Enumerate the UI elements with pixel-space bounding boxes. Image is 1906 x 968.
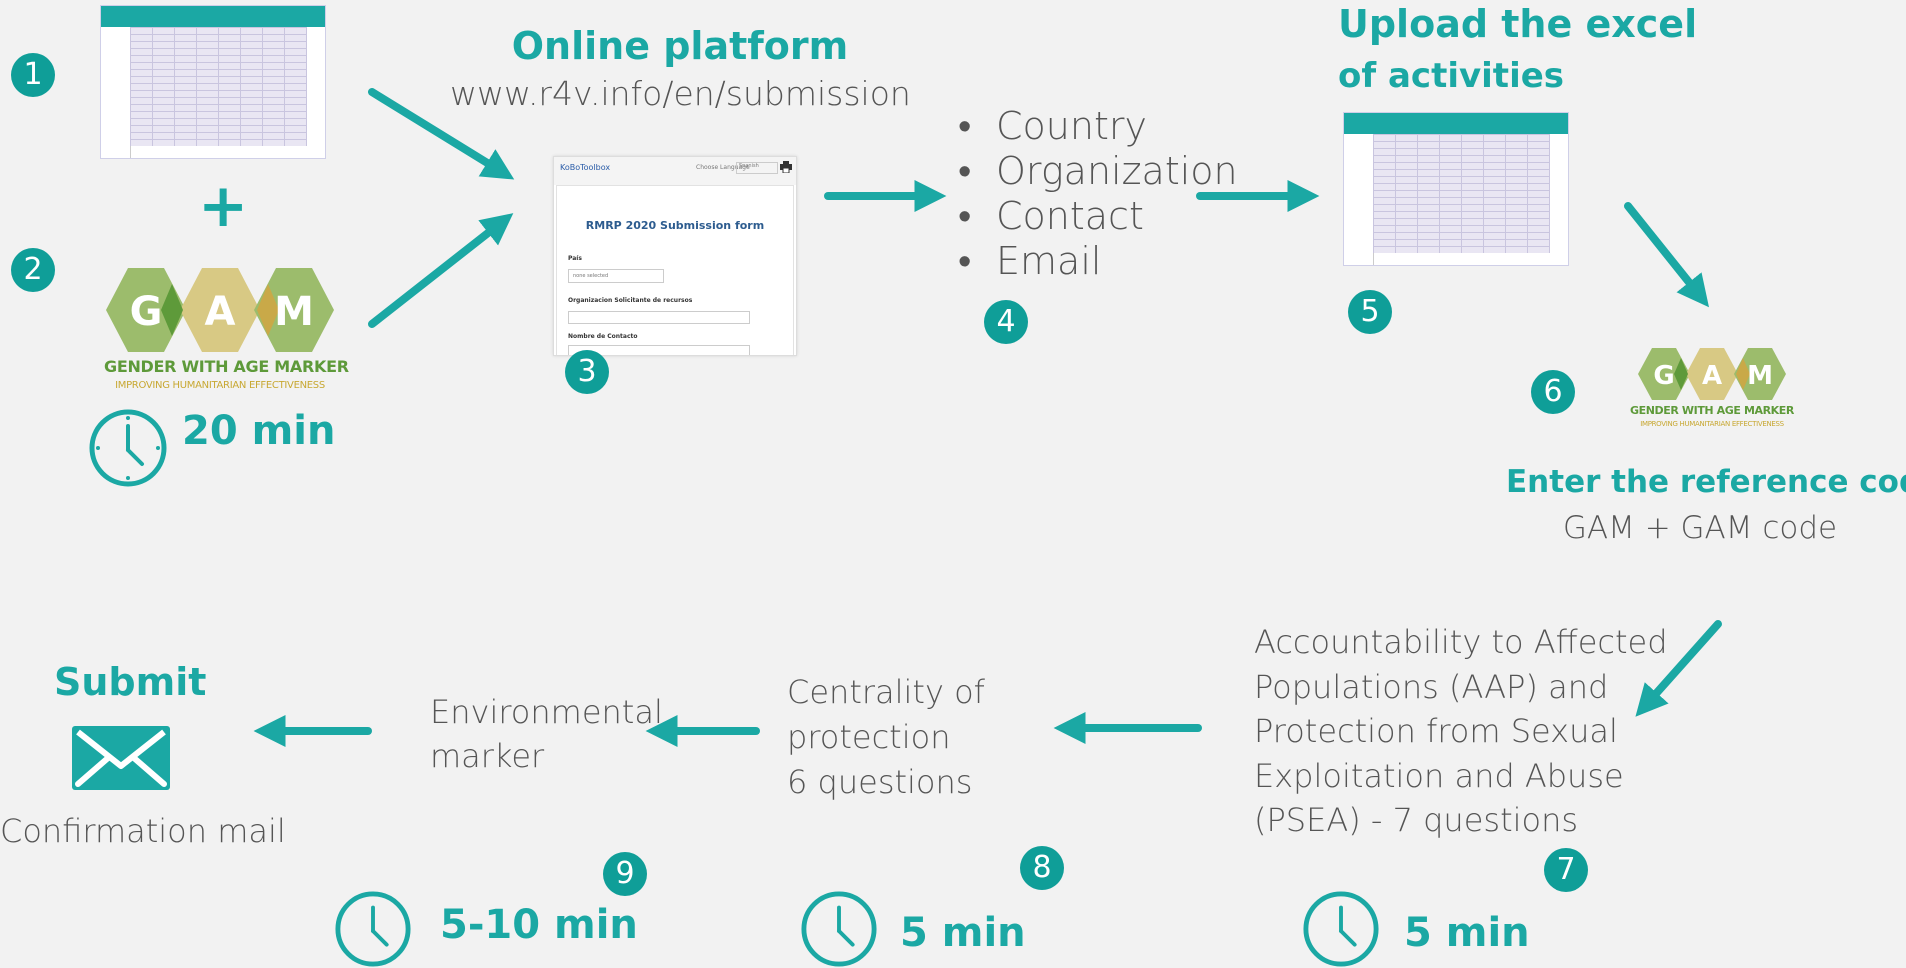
environmental-description: Environmental marker — [430, 690, 663, 778]
field-org-label: Organizacion Solicitante de recursos — [568, 297, 693, 304]
aap-line-1: Accountability to Affected — [1254, 623, 1668, 661]
online-platform-url[interactable]: www.r4v.info/en/submission — [450, 74, 911, 113]
gam-small-letter-g: G — [1653, 361, 1674, 391]
reference-code-subtitle: GAM + GAM code — [1562, 510, 1838, 546]
field-pais-select[interactable]: none selected — [568, 269, 664, 283]
gam-letter-m: M — [274, 289, 314, 335]
gam-small-name: GENDER WITH AGE MARKER — [1630, 404, 1794, 417]
reference-code-title: Enter the reference code — [1506, 464, 1906, 500]
centrality-line-3: 6 questions — [787, 763, 973, 801]
gam-logo-tagline: IMPROVING HUMANITARIAN EFFECTIVENESS — [115, 380, 325, 391]
environmental-line-1: Environmental — [430, 693, 663, 731]
field-contact-label: Nombre de Contacto — [568, 333, 638, 340]
form-title: RMRP 2020 Submission form — [585, 219, 765, 232]
step-badge-7: 7 — [1544, 848, 1588, 892]
aap-line-2: Populations (AAP) and — [1254, 667, 1609, 706]
gam-small-letter-a: A — [1702, 361, 1722, 391]
aap-line-4: Exploitation and Abuse — [1254, 756, 1624, 795]
step-badge-2: 2 — [11, 248, 55, 292]
aap-duration: 5 min — [1404, 910, 1530, 956]
clock-icon — [1303, 891, 1379, 967]
kobo-logo: KoBoToolbox — [560, 163, 611, 172]
gam-letter-g: G — [130, 289, 163, 335]
step-badge-4: 4 — [984, 300, 1028, 344]
excel-upload-thumbnail — [1343, 112, 1569, 266]
step-1-2-duration: 20 min — [182, 408, 336, 454]
plus-sign: + — [198, 171, 249, 241]
centrality-duration: 5 min — [900, 910, 1026, 956]
step-badge-1: 1 — [11, 53, 55, 97]
submit-title: Submit — [54, 660, 207, 704]
gam-small-letter-m: M — [1747, 361, 1773, 391]
excel-template-thumbnail — [100, 5, 326, 159]
required-fields-list: Country Organization Contact Email — [954, 104, 1238, 284]
printer-icon[interactable] — [780, 161, 792, 173]
gam-letter-a: A — [205, 289, 236, 335]
gam-logo-large: G A M — [106, 268, 334, 352]
step-badge-6: 6 — [1531, 370, 1575, 414]
upload-title-line2: of activities — [1338, 56, 1565, 96]
centrality-line-2: protection — [787, 718, 951, 756]
environmental-line-2: marker — [430, 737, 545, 775]
arrow-5-to-6 — [1624, 202, 1709, 308]
arrow-ref-to-7 — [1635, 620, 1722, 717]
gam-logo-small: G A M — [1638, 348, 1786, 400]
field-pais-label: País — [568, 255, 582, 262]
field-contact-input[interactable] — [568, 345, 750, 355]
upload-title-line1: Upload the excel — [1338, 2, 1698, 46]
language-select[interactable]: Spanish — [736, 162, 778, 174]
centrality-description: Centrality of protection 6 questions — [787, 670, 985, 805]
confirmation-mail-caption: Confirmation mail — [0, 812, 286, 850]
arrow-2-to-3 — [368, 213, 514, 328]
step-badge-3: 3 — [565, 350, 609, 394]
field-org-input[interactable] — [568, 311, 750, 324]
online-platform-title: Online platform — [511, 24, 849, 68]
arrow-1-to-3 — [368, 88, 515, 180]
gam-logo-name: GENDER WITH AGE MARKER — [104, 357, 349, 376]
language-label: Choose Language — [696, 164, 750, 171]
clock-icon — [335, 891, 411, 967]
field-contact: Contact — [954, 194, 1238, 239]
field-organization: Organization — [954, 149, 1238, 194]
submission-form-screenshot: KoBoToolbox Choose Language Spanish RMRP… — [553, 156, 797, 356]
step-badge-9: 9 — [603, 852, 647, 896]
gam-small-tagline: IMPROVING HUMANITARIAN EFFECTIVENESS — [1640, 420, 1784, 428]
aap-line-5: (PSEA) - 7 questions — [1254, 801, 1579, 839]
clock-icon — [89, 409, 167, 487]
field-email: Email — [954, 239, 1238, 284]
centrality-line-1: Centrality of — [787, 673, 985, 711]
aap-line-3: Protection from Sexual — [1254, 712, 1618, 750]
field-country: Country — [954, 104, 1238, 149]
step-badge-8: 8 — [1020, 846, 1064, 890]
environmental-duration: 5-10 min — [440, 902, 638, 948]
clock-icon — [801, 891, 877, 967]
step-badge-5: 5 — [1348, 290, 1392, 334]
envelope-icon[interactable] — [72, 726, 170, 790]
aap-psea-description: Accountability to Affected Populations (… — [1254, 620, 1668, 843]
